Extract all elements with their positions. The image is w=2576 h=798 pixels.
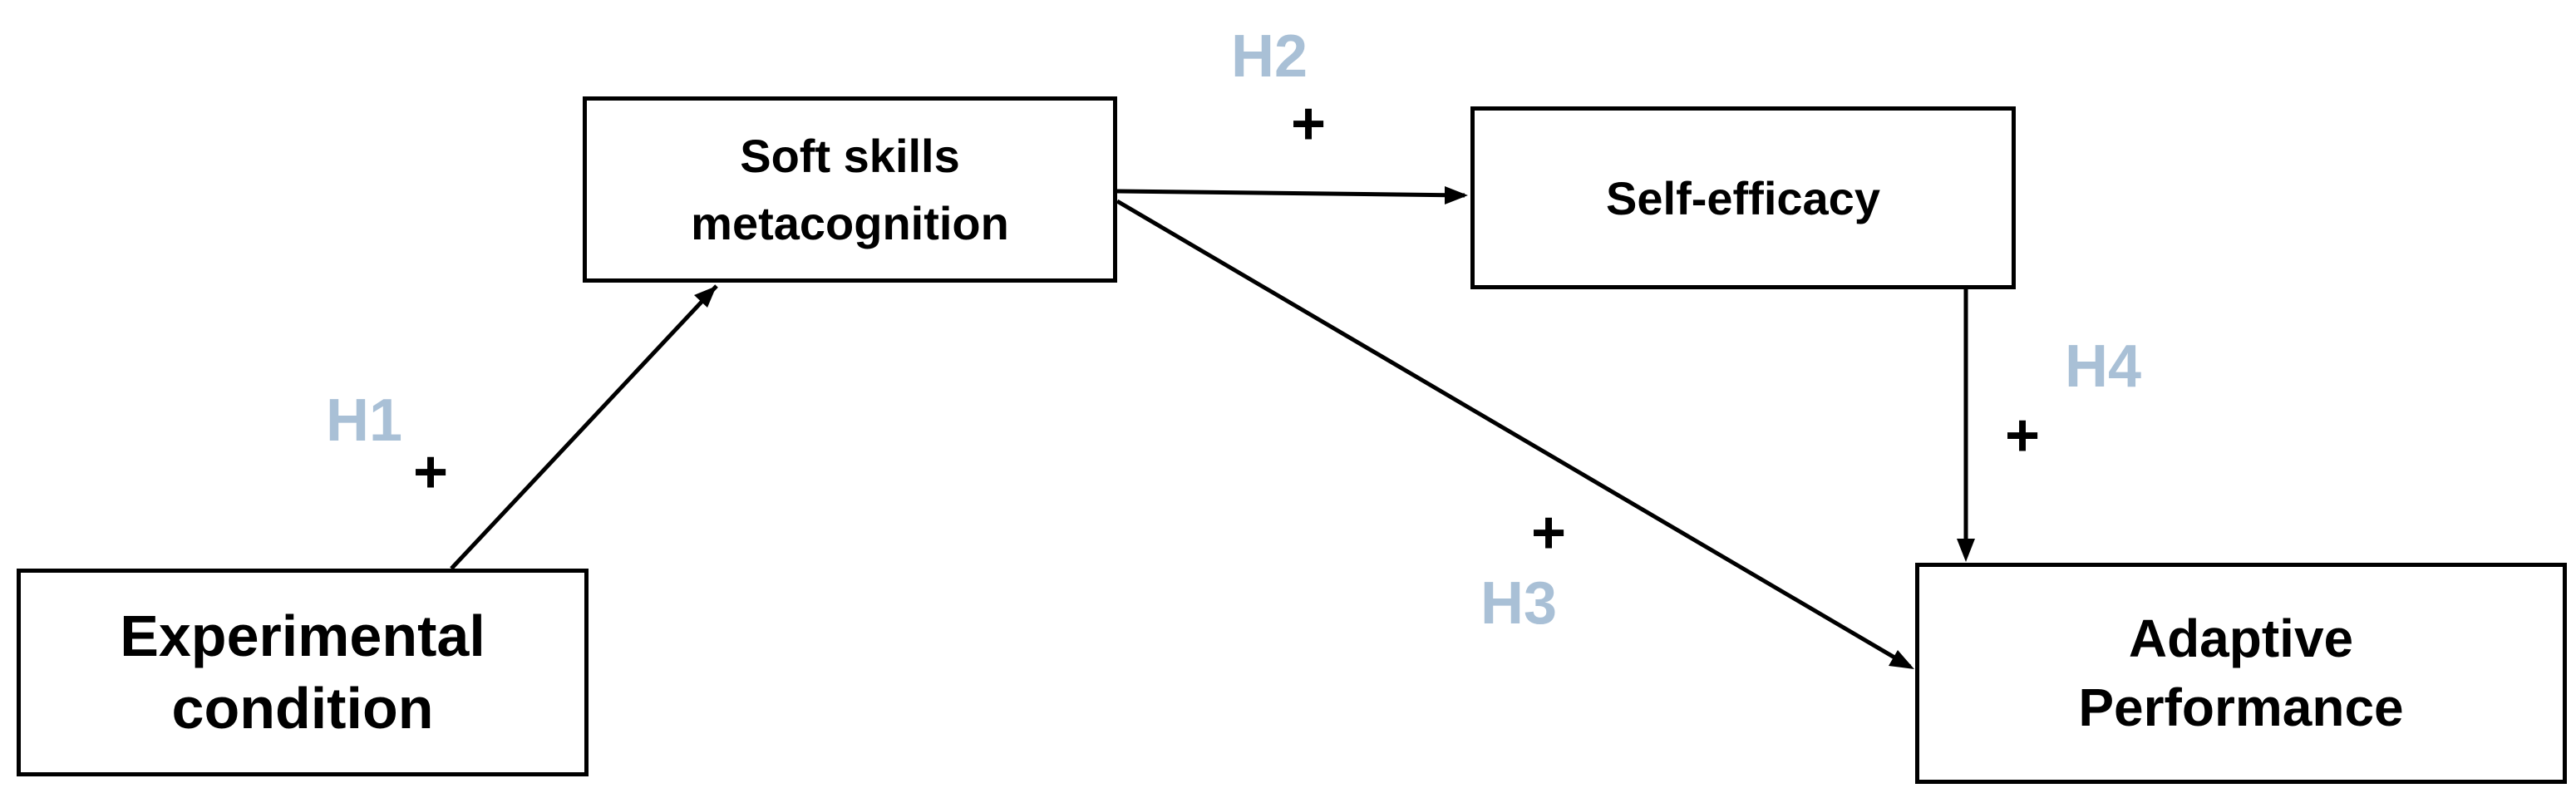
node-label-adaptive-performance: Adaptive Performance — [2078, 608, 2404, 737]
arrowhead-h1 — [694, 286, 717, 308]
node-adaptive-performance: Adaptive Performance — [1915, 563, 2567, 784]
hypothesis-label-h3: H3 — [1480, 570, 1558, 637]
node-label-soft-skills-metacognition: Soft skills metacognition — [691, 129, 1009, 249]
hypothesis-label-h1: H1 — [326, 387, 403, 454]
arrow-h3 — [1116, 199, 1912, 669]
node-experimental-condition: Experimental condition — [17, 569, 589, 776]
arrow-h2 — [1116, 189, 1465, 198]
node-label-experimental-condition: Experimental condition — [120, 603, 485, 741]
node-label-self-efficacy: Self-efficacy — [1606, 171, 1880, 224]
sign-h3: + — [1531, 500, 1567, 566]
hypothesis-label-h2: H2 — [1231, 23, 1308, 90]
sign-h4: + — [2005, 402, 2041, 469]
sign-h2: + — [1291, 91, 1327, 157]
arrowhead-h3 — [1889, 650, 1914, 669]
arrowhead-h4 — [1957, 539, 1975, 562]
node-self-efficacy: Self-efficacy — [1470, 106, 2016, 289]
arrowhead-h2 — [1445, 186, 1468, 204]
arrow-h1 — [450, 284, 718, 570]
hypothesis-label-h4: H4 — [2065, 333, 2142, 400]
node-soft-skills-metacognition: Soft skills metacognition — [583, 96, 1117, 283]
sign-h1: + — [413, 439, 449, 505]
